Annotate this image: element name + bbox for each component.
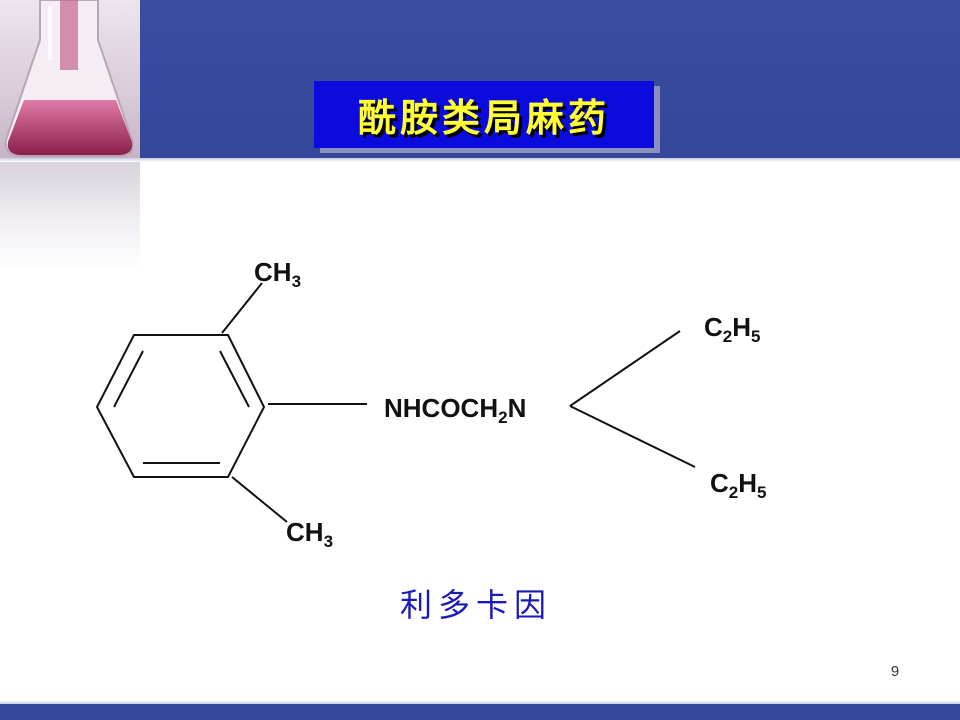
label-top-methyl: CH3 [254, 257, 302, 292]
slide-title: 酰胺类局麻药 [357, 95, 610, 140]
label-amide-group: NHCOCH2N [384, 393, 527, 428]
flask-image [0, 0, 140, 158]
label-bottom-methyl: CH3 [286, 517, 334, 552]
ring-double-bond-1 [113, 350, 144, 408]
page-number: 9 [890, 663, 900, 680]
bond-bottom-methyl [231, 476, 288, 523]
title-banner: 酰胺类局麻药 [314, 81, 654, 148]
benzene-ring [95, 334, 266, 478]
flask-icon [4, 0, 134, 157]
bond-top-methyl [221, 282, 263, 334]
header-divider [0, 158, 960, 162]
bond-ethyl-bottom [569, 405, 696, 468]
label-ethyl-bottom: C2H5 [710, 468, 767, 503]
bond-ethyl-top [569, 330, 681, 407]
footer-divider [0, 700, 960, 704]
ring-double-bond-2 [219, 350, 250, 408]
footer-band [0, 704, 960, 720]
flask-reflection [0, 162, 140, 272]
compound-name: 利多卡因 [399, 586, 552, 624]
label-ethyl-top: C2H5 [704, 312, 761, 347]
